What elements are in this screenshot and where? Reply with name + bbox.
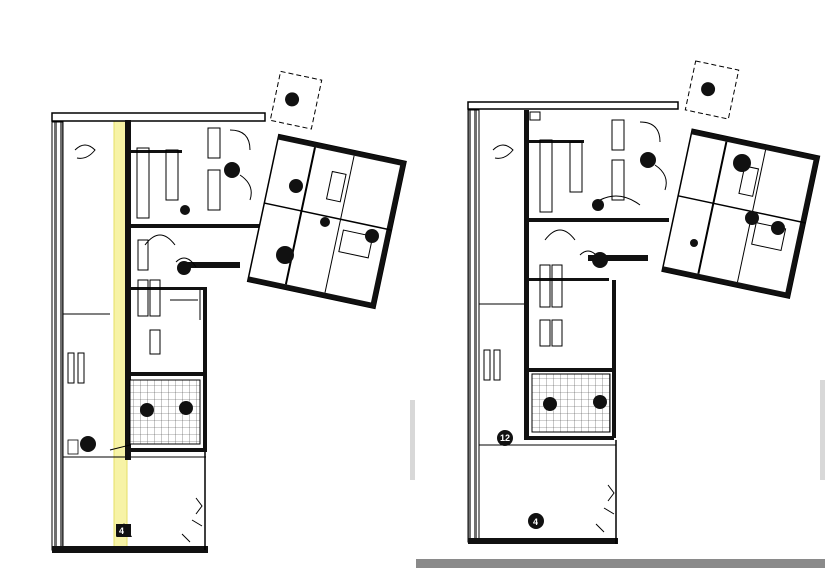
floor-plan-right: 12 4 xyxy=(467,60,821,544)
axis-callout-right-mid[interactable]: 12 xyxy=(497,430,513,446)
wall-west xyxy=(51,121,64,551)
door-swing-icon xyxy=(109,444,131,451)
axis-callout-text: 12 xyxy=(500,433,510,443)
axis-callout-text: 4 xyxy=(119,526,124,536)
wall-south xyxy=(52,546,208,553)
floor-plan-left: 4 xyxy=(51,70,407,553)
section-marker-icon[interactable] xyxy=(224,162,240,178)
axis-callout-right-bottom[interactable]: 4 xyxy=(528,513,544,529)
axis-callout-text: 4 xyxy=(533,517,538,527)
elevation-bubble-icon[interactable] xyxy=(80,436,96,452)
wall-north xyxy=(51,112,266,122)
horizontal-scrollbar[interactable] xyxy=(416,559,825,568)
axis-callout-left[interactable]: 4 xyxy=(116,523,132,537)
